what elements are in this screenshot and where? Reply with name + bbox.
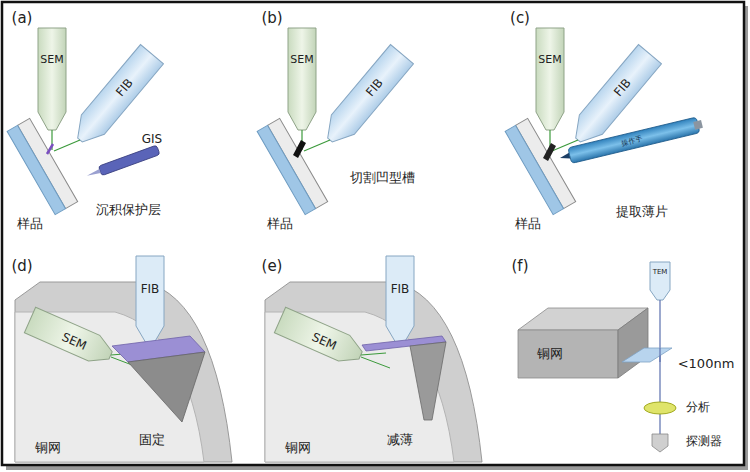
- label: 固定: [139, 433, 165, 447]
- label: 铜网: [285, 441, 311, 455]
- label: 样品: [17, 217, 43, 231]
- label: 切割凹型槽: [350, 171, 415, 185]
- label: SEM: [538, 54, 561, 66]
- panel-f-art: [518, 262, 676, 452]
- label: 分析: [686, 401, 710, 414]
- label: 提取薄片: [616, 205, 668, 219]
- label: SEM: [290, 54, 313, 66]
- label: TEM: [653, 269, 668, 277]
- label: (c): [510, 10, 530, 27]
- label: 铜网: [35, 441, 61, 455]
- label: (b): [261, 10, 282, 27]
- label: 探测器: [686, 435, 722, 448]
- panel-e-art: [265, 256, 482, 462]
- label: (a): [12, 10, 33, 27]
- label: 样品: [267, 217, 293, 231]
- label: 沉积保护层: [96, 203, 161, 217]
- label: <100nm: [678, 357, 735, 371]
- label: (e): [262, 258, 283, 275]
- label: (f): [512, 258, 529, 275]
- panel-c-art: [505, 28, 704, 215]
- panel-a-art: [7, 28, 163, 215]
- label: GIS: [142, 133, 162, 146]
- label: 减薄: [387, 433, 413, 447]
- label: FIB: [391, 283, 410, 296]
- panel-d-art: [15, 256, 232, 462]
- panel-b-art: [257, 28, 413, 215]
- label: FIB: [141, 283, 160, 296]
- label: 样品: [515, 217, 541, 231]
- label: (d): [11, 258, 32, 275]
- label: 铜网: [537, 347, 563, 361]
- label: SEM: [40, 54, 63, 66]
